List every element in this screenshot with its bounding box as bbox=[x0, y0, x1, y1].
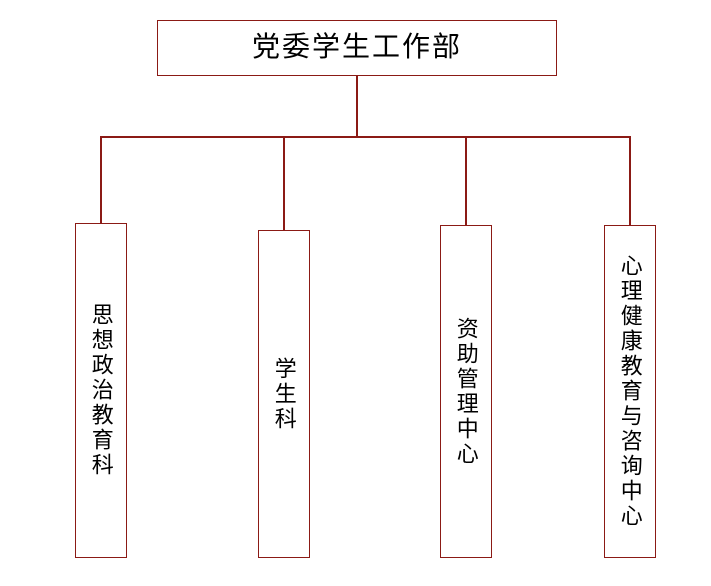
connector-root-stem bbox=[356, 76, 358, 138]
connector-drop-4 bbox=[629, 136, 631, 226]
org-node-root-label: 党委学生工作部 bbox=[251, 31, 462, 63]
org-node-child-1: 思想政治教育科 bbox=[75, 223, 127, 558]
connector-drop-1 bbox=[100, 136, 102, 224]
org-node-child-2: 学生科 bbox=[258, 230, 310, 558]
org-node-child-2-label: 学生科 bbox=[271, 356, 297, 432]
connector-drop-2 bbox=[283, 136, 285, 231]
connector-horizontal-bus bbox=[100, 136, 630, 138]
org-node-child-3-label: 资助管理中心 bbox=[453, 316, 479, 467]
org-node-root: 党委学生工作部 bbox=[157, 20, 557, 76]
connector-drop-3 bbox=[465, 136, 467, 226]
org-node-child-1-label: 思想政治教育科 bbox=[88, 303, 114, 478]
org-node-child-4: 心理健康教育与咨询中心 bbox=[604, 225, 656, 558]
org-node-child-3: 资助管理中心 bbox=[440, 225, 492, 558]
org-node-child-4-label: 心理健康教育与咨询中心 bbox=[617, 254, 643, 529]
